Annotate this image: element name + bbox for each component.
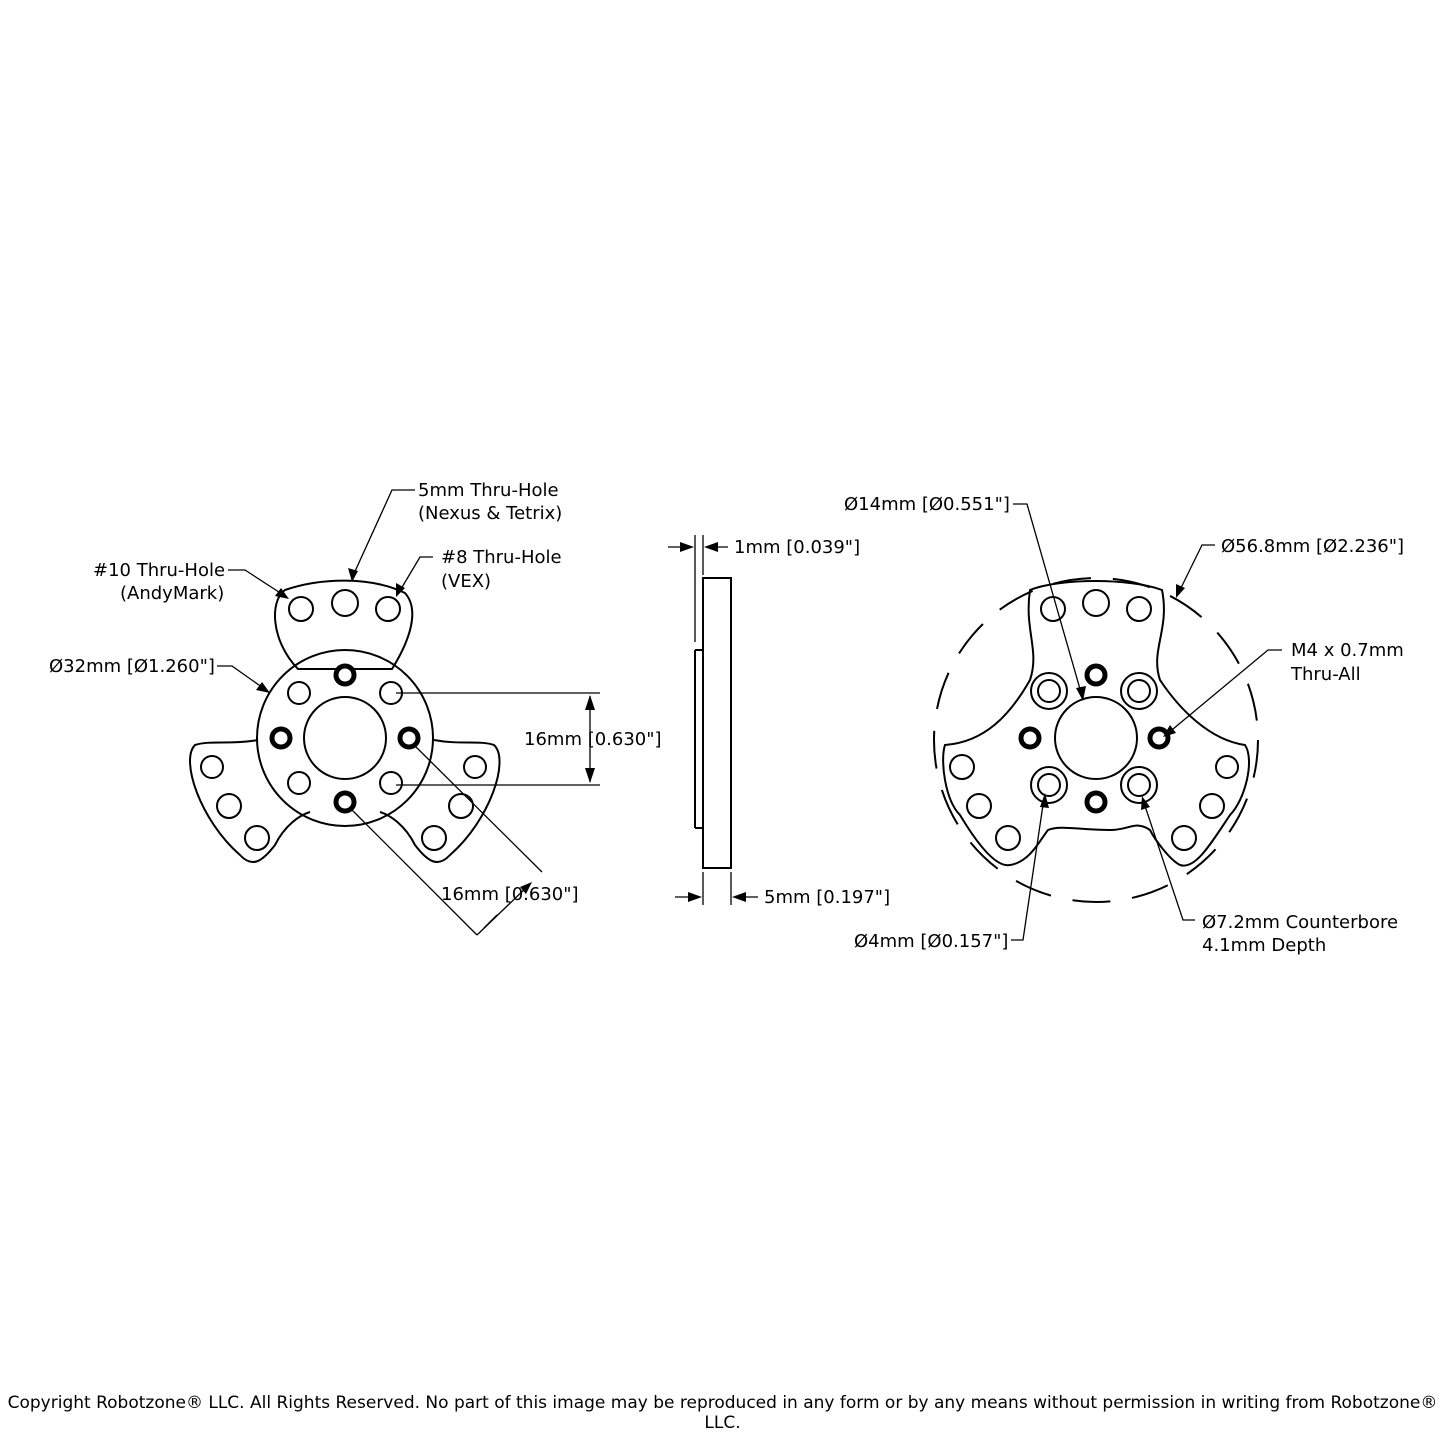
front-view bbox=[189, 489, 600, 936]
label-1mm: 1mm [0.039"] bbox=[734, 537, 860, 558]
label-m4-tap: M4 x 0.7mm bbox=[1291, 640, 1404, 661]
side-view-body bbox=[702, 577, 732, 869]
label-10-thru-hole-sub: (AndyMark) bbox=[120, 583, 224, 604]
label-8-thru-hole-sub: (VEX) bbox=[441, 571, 491, 592]
copyright-notice: Copyright Robotzone® LLC. All Rights Res… bbox=[7, 1393, 1438, 1433]
label-dia-14: Ø14mm [Ø0.551"] bbox=[844, 494, 1010, 515]
label-m4-tap-sub: Thru-All bbox=[1290, 664, 1361, 685]
label-counterbore-depth: 4.1mm Depth bbox=[1202, 935, 1326, 956]
front-view-outline bbox=[274, 579, 414, 670]
label-5mm: 5mm [0.197"] bbox=[764, 887, 890, 908]
side-view bbox=[668, 535, 758, 905]
back-14mm-bore bbox=[1054, 696, 1138, 780]
front-14mm-bore bbox=[303, 696, 387, 780]
label-counterbore: Ø7.2mm Counterbore bbox=[1202, 912, 1398, 933]
label-dia-56-8: Ø56.8mm [Ø2.236"] bbox=[1221, 536, 1404, 557]
label-dia-4: Ø4mm [Ø0.157"] bbox=[854, 931, 1008, 952]
label-5mm-thru-hole: 5mm Thru-Hole bbox=[418, 480, 559, 501]
label-16mm-diagonal: 16mm [0.630"] bbox=[441, 884, 579, 905]
label-16mm-vertical: 16mm [0.630"] bbox=[524, 729, 662, 750]
back-view bbox=[933, 503, 1282, 941]
label-dia-32: Ø32mm [Ø1.260"] bbox=[49, 656, 215, 677]
label-10-thru-hole: #10 Thru-Hole bbox=[93, 560, 225, 581]
label-5mm-thru-hole-sub: (Nexus & Tetrix) bbox=[418, 503, 562, 524]
back-view-outline bbox=[942, 580, 1250, 867]
label-8-thru-hole: #8 Thru-Hole bbox=[441, 547, 562, 568]
front-32mm-circle bbox=[256, 649, 434, 827]
back-56mm-envelope[interactable] bbox=[933, 577, 1259, 903]
